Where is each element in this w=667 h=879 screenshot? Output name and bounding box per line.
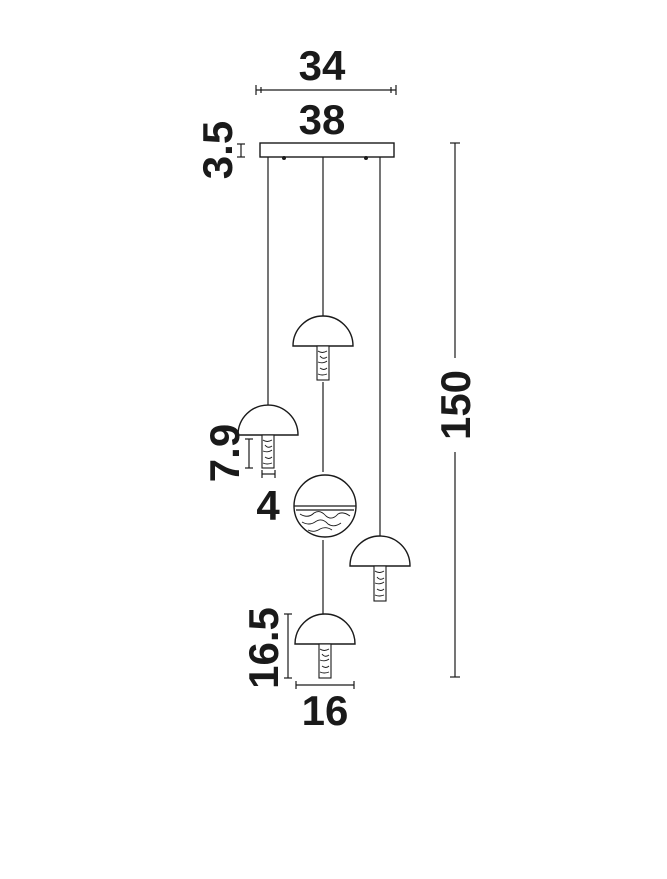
tube-diameter-label: 4	[256, 482, 280, 529]
ceiling-canopy	[259, 142, 395, 160]
pendant-height-dimension: 16.5	[240, 607, 292, 689]
pendant-globe	[293, 474, 357, 538]
pendant-dome-right	[349, 535, 411, 602]
pendant-dome-left	[237, 404, 299, 469]
inner-width-label: 34	[299, 42, 346, 89]
outer-width-label: 38	[299, 96, 346, 143]
total-height-label: 150	[432, 370, 479, 440]
canopy-height-dimension: 3.5	[194, 121, 245, 179]
total-height-dimension: 150	[432, 142, 479, 678]
shade-diameter-label: 16	[302, 687, 349, 734]
pendant-dome-bottom	[294, 613, 356, 679]
suspension-wires	[267, 157, 381, 614]
shade-diameter-dimension: 16	[295, 681, 355, 734]
canopy-height-label: 3.5	[194, 121, 241, 179]
tube-height-dimension: 7.9	[201, 424, 253, 482]
tube-diameter-dimension: 4	[256, 470, 280, 529]
pendant-dome-top	[292, 315, 354, 381]
tube-height-label: 7.9	[201, 424, 248, 482]
pendant-height-label: 16.5	[240, 607, 287, 689]
inner-width-dimension: 34	[255, 42, 397, 95]
